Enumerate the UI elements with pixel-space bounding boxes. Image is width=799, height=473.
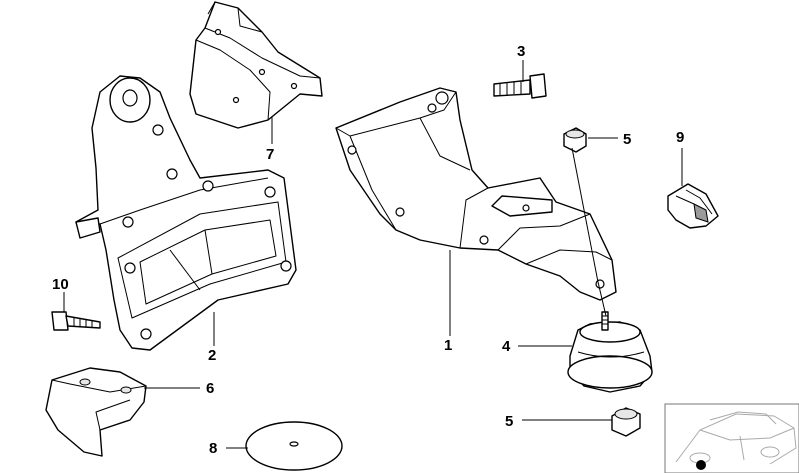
callout-10: 10 — [52, 276, 69, 293]
location-marker-icon — [696, 460, 706, 470]
part-5-bushing-lower[interactable] — [611, 407, 641, 437]
callout-9: 9 — [676, 129, 684, 146]
part-8-rubber-disc[interactable] — [245, 421, 343, 471]
leader-lines — [63, 60, 683, 449]
callout-1: 1 — [444, 337, 452, 354]
part-10-bolt[interactable] — [51, 311, 101, 331]
vehicle-location-thumbnail[interactable] — [664, 403, 799, 473]
part-6-heat-shield[interactable] — [45, 367, 147, 457]
callout-3: 3 — [517, 43, 525, 60]
callout-8: 8 — [209, 440, 217, 457]
part-9-clip[interactable] — [667, 183, 719, 229]
part-1-support-bracket[interactable] — [335, 87, 617, 301]
callout-labels: 1 2 3 4 5 5 6 7 8 9 10 — [52, 43, 684, 457]
part-3-bolt[interactable] — [493, 73, 547, 99]
callout-6: 6 — [206, 380, 214, 397]
part-5-bushing-upper[interactable] — [563, 127, 587, 153]
part-2-engine-mount-bracket[interactable] — [75, 75, 297, 351]
callout-7: 7 — [266, 146, 274, 163]
callout-5-lower: 5 — [505, 413, 513, 430]
callout-5-upper: 5 — [623, 131, 631, 148]
part-7-bracket-plate[interactable] — [189, 1, 323, 129]
callout-2: 2 — [208, 347, 216, 364]
part-4-rubber-mount[interactable] — [567, 311, 653, 393]
callout-4: 4 — [502, 338, 511, 355]
